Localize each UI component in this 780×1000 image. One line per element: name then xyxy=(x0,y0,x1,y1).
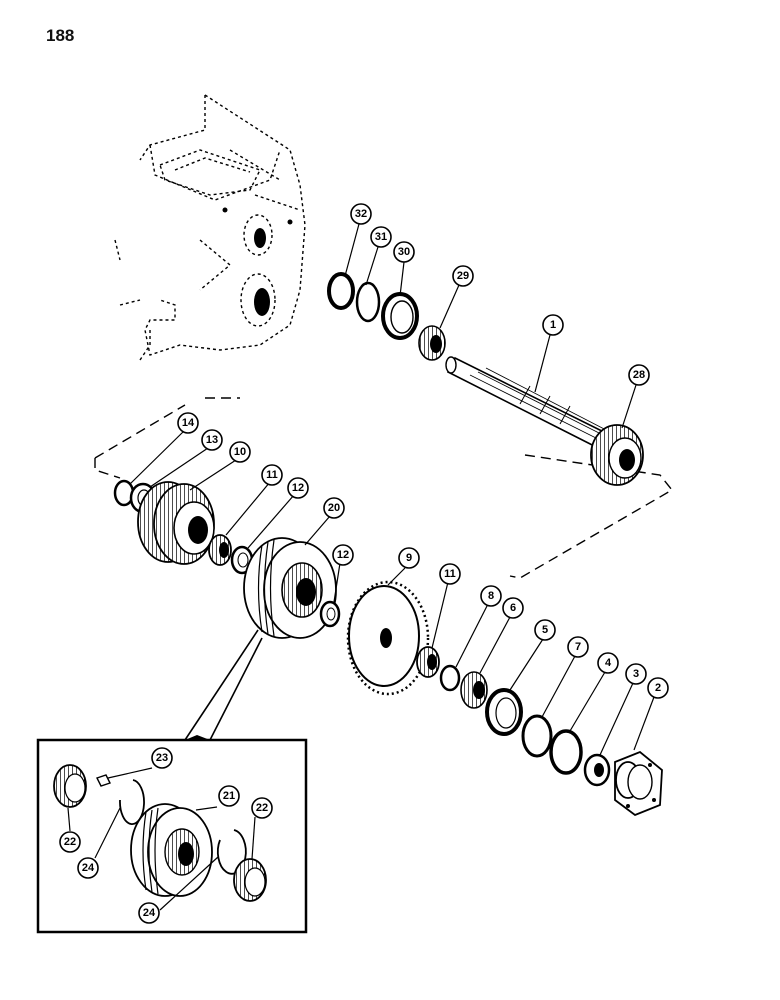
page-number: 188 xyxy=(46,26,75,45)
gear-part-28 xyxy=(590,424,644,486)
callout-5: 5 xyxy=(534,619,556,641)
callout-8: 8 xyxy=(480,585,502,607)
svg-text:31: 31 xyxy=(375,231,387,243)
svg-text:28: 28 xyxy=(633,369,645,381)
synchronizer-ring-part-22-left xyxy=(53,764,87,808)
callout-14: 14 xyxy=(177,412,199,434)
callout-7: 7 xyxy=(567,636,589,658)
svg-text:13: 13 xyxy=(206,434,218,446)
svg-text:14: 14 xyxy=(182,417,195,429)
svg-text:24: 24 xyxy=(82,862,95,874)
callout-20: 20 xyxy=(323,497,345,519)
transmission-housing-phantom xyxy=(114,94,306,361)
callout-10: 10 xyxy=(229,441,251,463)
svg-text:12: 12 xyxy=(292,482,304,494)
svg-text:6: 6 xyxy=(510,602,516,614)
housing-bore-shading xyxy=(222,207,293,316)
callout-9: 9 xyxy=(398,547,420,569)
leader-lines xyxy=(67,223,655,911)
callout-24-lower: 24 xyxy=(138,902,160,924)
callouts: 1 2 3 4 5 6 7 8 9 10 11 11 12 12 13 14 2… xyxy=(59,203,669,924)
svg-text:32: 32 xyxy=(355,208,367,220)
callout-6: 6 xyxy=(502,597,524,619)
callout-23: 23 xyxy=(151,747,173,769)
svg-text:21: 21 xyxy=(223,790,235,802)
svg-text:22: 22 xyxy=(256,802,268,814)
svg-text:23: 23 xyxy=(156,752,168,764)
svg-text:7: 7 xyxy=(575,641,581,653)
svg-text:8: 8 xyxy=(488,590,494,602)
bearing-cone-part-29 xyxy=(418,325,446,361)
callout-24-upper: 24 xyxy=(77,857,99,879)
callout-2: 2 xyxy=(647,677,669,699)
retainer-part-2 xyxy=(614,750,663,817)
synchronizer-ring-part-22-right xyxy=(233,858,267,902)
callout-1: 1 xyxy=(542,314,564,336)
svg-text:9: 9 xyxy=(406,552,412,564)
key-part-23 xyxy=(96,774,111,787)
callout-12-lower: 12 xyxy=(332,544,354,566)
svg-text:3: 3 xyxy=(633,668,639,680)
svg-text:4: 4 xyxy=(605,657,612,669)
synchronizer-part-20 xyxy=(243,537,337,639)
svg-text:10: 10 xyxy=(234,446,246,458)
svg-text:11: 11 xyxy=(266,469,278,481)
svg-text:2: 2 xyxy=(655,682,661,694)
assembly-group-boundary xyxy=(94,397,674,579)
svg-text:22: 22 xyxy=(64,836,76,848)
callout-28: 28 xyxy=(628,364,650,386)
callout-12-upper: 12 xyxy=(287,477,309,499)
synchronizer-hub-part-21 xyxy=(130,803,213,897)
callout-31: 31 xyxy=(370,226,392,248)
shim-part-7 xyxy=(521,714,553,758)
washer-part-8 xyxy=(439,664,461,692)
snap-ring-part-32 xyxy=(327,272,355,310)
svg-text:20: 20 xyxy=(328,502,340,514)
callout-30: 30 xyxy=(393,241,415,263)
needle-bearing-part-11-upper xyxy=(208,534,232,566)
bearing-cup-part-30 xyxy=(381,292,419,340)
callout-13: 13 xyxy=(201,429,223,451)
bearing-cone-part-6 xyxy=(460,671,488,709)
bearing-cup-part-5 xyxy=(485,688,523,736)
svg-text:24: 24 xyxy=(143,907,156,919)
callout-22-right: 22 xyxy=(251,797,273,819)
svg-text:12: 12 xyxy=(337,549,349,561)
svg-text:1: 1 xyxy=(550,319,556,331)
callout-11-lower: 11 xyxy=(439,563,461,585)
callout-11-upper: 11 xyxy=(261,464,283,486)
washer-part-12-lower xyxy=(319,600,341,628)
gear-part-9 xyxy=(346,580,430,696)
callout-29: 29 xyxy=(452,265,474,287)
svg-text:11: 11 xyxy=(444,568,456,580)
gear-part-10 xyxy=(137,481,215,565)
svg-text:5: 5 xyxy=(542,624,548,636)
callout-21: 21 xyxy=(218,785,240,807)
svg-text:30: 30 xyxy=(398,246,410,258)
snap-ring-part-31 xyxy=(355,281,381,323)
svg-text:29: 29 xyxy=(457,270,469,282)
callout-32: 32 xyxy=(350,203,372,225)
callout-4: 4 xyxy=(597,652,619,674)
callout-3: 3 xyxy=(625,663,647,685)
shim-part-4 xyxy=(549,729,583,775)
callout-22-left: 22 xyxy=(59,831,81,853)
seal-part-3 xyxy=(583,753,611,787)
needle-bearing-part-11-lower xyxy=(416,646,440,678)
